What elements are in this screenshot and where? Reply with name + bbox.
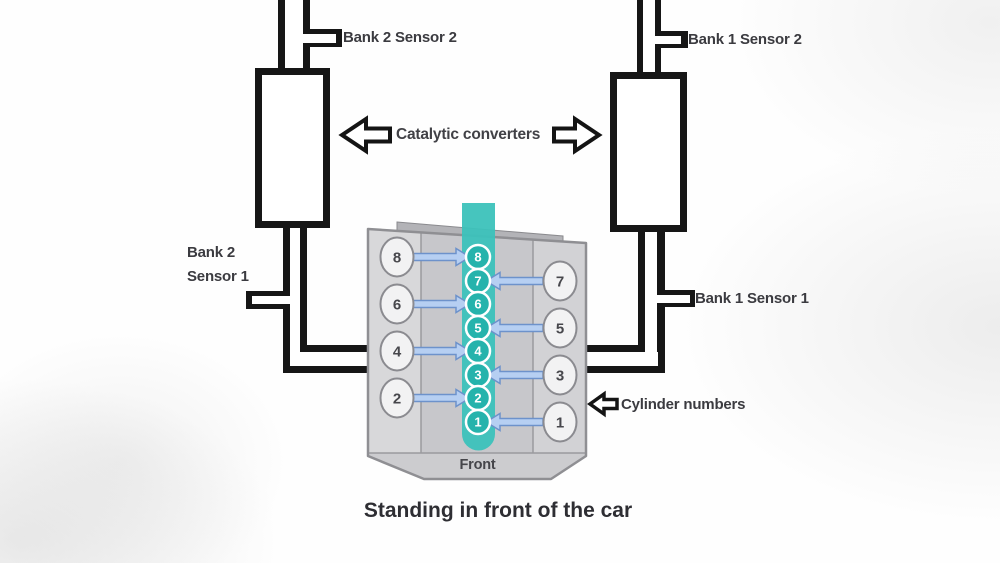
bank2-pipe-to-engine-bore xyxy=(290,352,375,366)
cylinder-number: 6 xyxy=(393,296,401,313)
cylinder-numbers-label: Cylinder numbers xyxy=(621,396,746,413)
bank2-top-pipe-bore xyxy=(285,0,303,70)
firing-order-number: 2 xyxy=(474,391,481,406)
cylinder-number: 3 xyxy=(556,367,564,384)
cylinder-circle xyxy=(379,377,415,419)
bank2-sensor1-stub-bore xyxy=(252,296,295,304)
firing-order-number: 3 xyxy=(474,368,481,383)
firing-order-number: 8 xyxy=(474,250,481,265)
cylinder-circle xyxy=(379,236,415,278)
outline-arrow-left-icon xyxy=(338,115,392,155)
right-bank-cylinders: 7 5 3 1 xyxy=(542,260,578,443)
firing-order-number: 5 xyxy=(474,321,481,336)
bank2-sensor2-label: Bank 2 Sensor 2 xyxy=(343,29,457,46)
flow-arrow-left-icon xyxy=(484,318,544,338)
cylinder-number: 4 xyxy=(393,343,402,360)
cylinder-number: 2 xyxy=(393,390,401,407)
firing-order-number: 7 xyxy=(474,274,481,289)
cylinder-circle xyxy=(542,354,578,396)
flow-arrows xyxy=(412,247,544,432)
bank2-sensor1-line2: Sensor 1 xyxy=(187,268,249,285)
bank1-exhaust-pipes xyxy=(580,0,695,373)
cylinder-number: 1 xyxy=(556,414,564,431)
bank1-down-pipe-bore xyxy=(645,232,657,366)
flow-arrow-right-icon xyxy=(412,247,472,267)
catalytic-converters-label: Catalytic converters xyxy=(396,126,541,143)
front-label: Front xyxy=(459,457,496,473)
flow-arrow-right-icon xyxy=(412,388,472,408)
left-bank-cylinders: 8 6 4 2 xyxy=(379,236,415,419)
bank2-sensor2-stub-bore xyxy=(295,34,336,43)
bank2-sensor1-line1: Bank 2 xyxy=(187,244,235,261)
cylinder-number: 5 xyxy=(556,320,564,337)
flow-arrow-left-icon xyxy=(484,412,544,432)
flow-arrow-right-icon xyxy=(412,341,472,361)
caption: Standing in front of the car xyxy=(363,499,633,522)
bank2-sensor1-label: Bank 2 Sensor 1 xyxy=(187,245,249,293)
cylinder-number: 7 xyxy=(556,273,564,290)
flow-arrow-left-icon xyxy=(484,365,544,385)
bank1-sensor2-stub-bore xyxy=(648,36,681,44)
cylinder-circle xyxy=(542,260,578,302)
firing-order-column: 8 7 6 5 4 3 2 1 xyxy=(464,243,492,436)
bank1-sensor1-label: Bank 1 Sensor 1 xyxy=(695,290,809,307)
outline-arrow-right-icon xyxy=(552,115,603,155)
cylinder-circle xyxy=(542,401,578,443)
bank1-catalytic-converter xyxy=(610,72,687,232)
cylinder-circle xyxy=(379,283,415,325)
cylinder-number: 8 xyxy=(393,249,401,266)
bank1-sensor2-label: Bank 1 Sensor 2 xyxy=(688,31,802,48)
bank1-pipe-to-engine-bore xyxy=(580,352,658,366)
engine-outline xyxy=(366,227,588,481)
flow-arrow-right-icon xyxy=(412,294,472,314)
cylinder-circle xyxy=(379,330,415,372)
bank2-exhaust-pipes xyxy=(246,0,375,373)
cylinder-circle xyxy=(542,307,578,349)
firing-order-circle xyxy=(464,408,492,436)
cylinder-numbers-arrow-icon xyxy=(586,390,619,418)
firing-order-number: 4 xyxy=(474,344,482,359)
bank1-sensor1-stub-bore xyxy=(654,295,690,303)
engine-panel-dividers xyxy=(368,232,586,454)
firing-order-number: 1 xyxy=(474,415,481,430)
engine-front-base xyxy=(368,453,586,479)
flow-arrow-left-icon xyxy=(484,271,544,291)
firing-order-number: 6 xyxy=(474,297,481,312)
bank2-catalytic-converter xyxy=(255,68,330,228)
